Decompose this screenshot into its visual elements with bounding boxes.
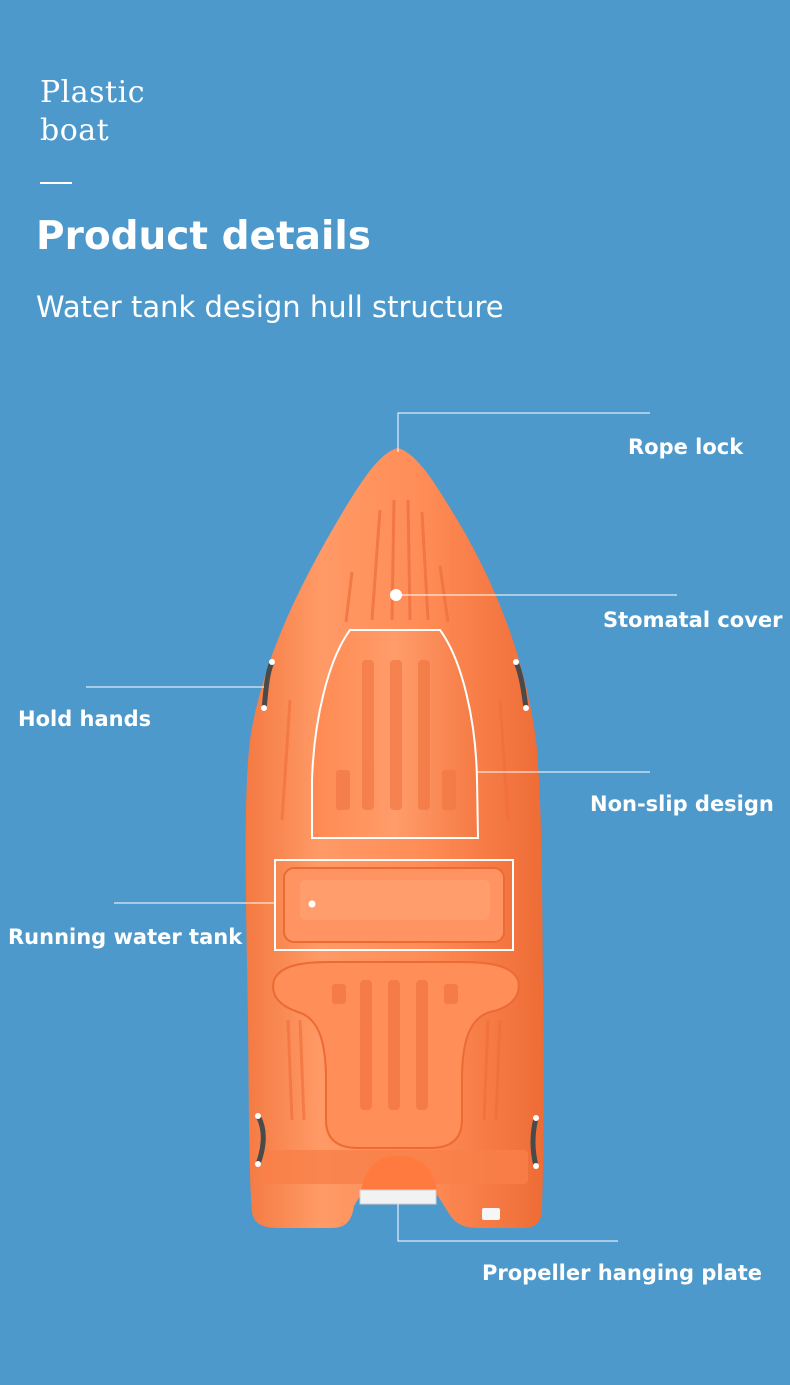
label-hold-hands: Hold hands <box>18 707 152 731</box>
label-rope-lock: Rope lock <box>628 435 744 459</box>
hold-hands-handles <box>255 659 539 1169</box>
rope-lock-line <box>397 412 650 452</box>
propeller-hanging-plate <box>359 1189 437 1205</box>
page-title: Product details <box>36 214 371 259</box>
callout-lines <box>86 412 677 1242</box>
page-subtitle: Water tank design hull structure <box>36 290 504 324</box>
brand-line-1: Plastic <box>40 75 146 110</box>
brand-name: Plastic boat <box>40 74 145 150</box>
stomatal-cover <box>390 589 402 601</box>
propeller-plate-line <box>397 1204 618 1242</box>
label-running-water-tank: Running water tank <box>8 925 243 949</box>
bow-grooves <box>344 499 450 623</box>
non-slip-ribs <box>336 660 456 810</box>
label-propeller-hanging-plate: Propeller hanging plate <box>482 1261 763 1285</box>
water-tank-frame <box>274 859 514 951</box>
label-non-slip-design: Non-slip design <box>590 792 774 816</box>
rear-ribs <box>332 980 458 1110</box>
brand-line-2: boat <box>40 113 110 148</box>
tank-drain-hole <box>308 900 316 908</box>
propeller-mount <box>360 1156 438 1196</box>
side-grooves <box>280 699 510 1121</box>
title-divider <box>40 182 72 184</box>
label-stomatal-cover: Stomatal cover <box>603 608 783 632</box>
